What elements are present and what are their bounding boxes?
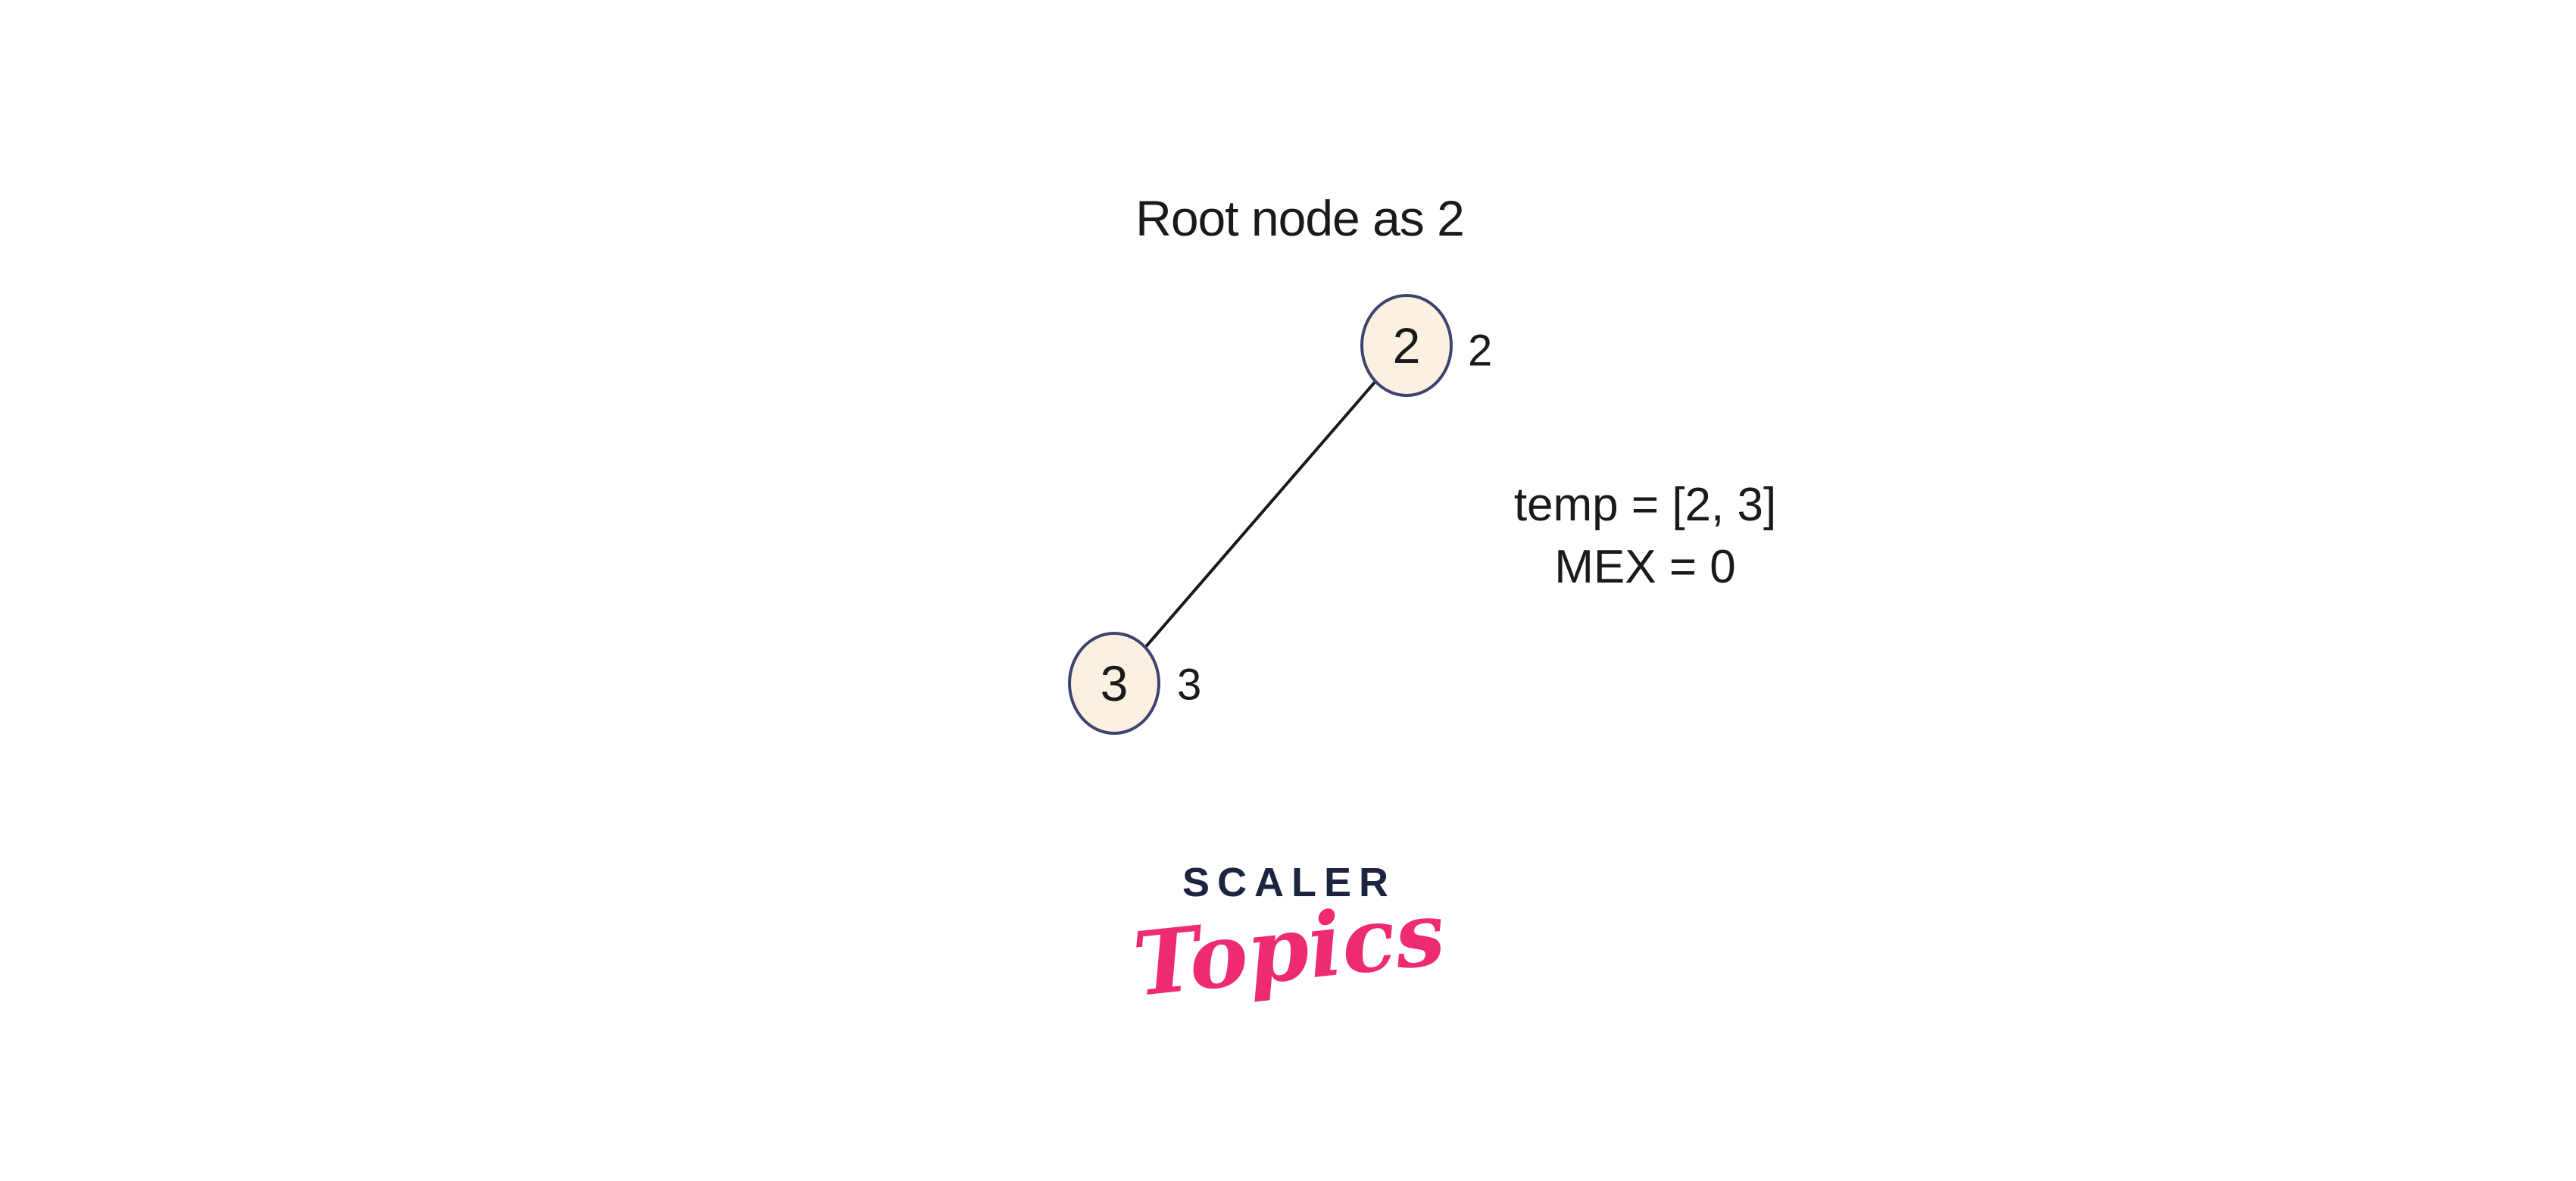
node-value: 3 [1100, 655, 1129, 711]
tree-edge [1113, 344, 1408, 685]
mex-annotation: MEX = 0 [1554, 541, 1736, 593]
node-2-side-label: 2 [1468, 326, 1493, 376]
node-value: 2 [1392, 317, 1421, 373]
temp-annotation: temp = [2, 3] [1513, 479, 1777, 531]
scaler-topics-logo: SCALER Topics [1129, 859, 1449, 1017]
diagram-title: Root node as 2 [1135, 190, 1465, 246]
tree-node-2: 2 [1360, 294, 1453, 397]
scaler-wordmark: SCALER [1182, 860, 1396, 905]
annotation-block: temp = [2, 3] MEX = 0 [1514, 474, 1776, 598]
tree-node-3: 3 [1068, 632, 1160, 735]
node-3-side-label: 3 [1177, 660, 1202, 710]
